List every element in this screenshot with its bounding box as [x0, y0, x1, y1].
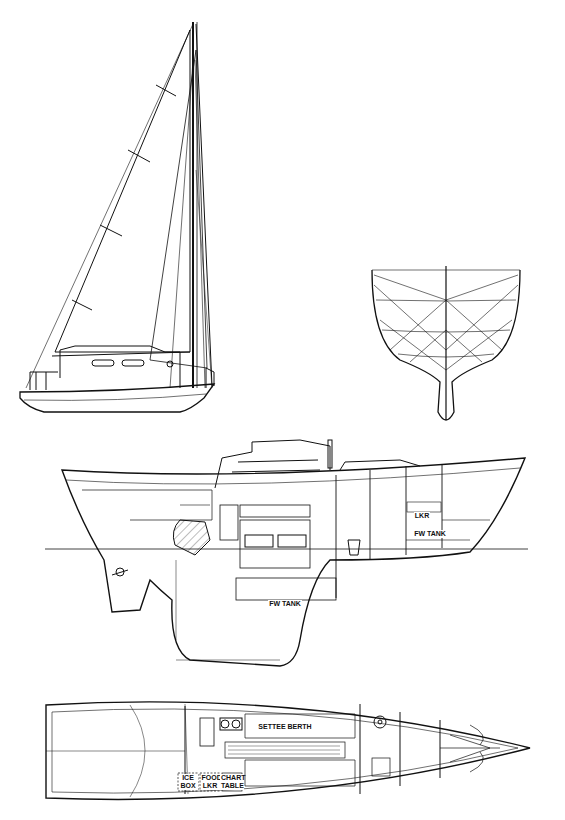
part-label: LKR: [414, 512, 430, 520]
sail-plan: [20, 22, 214, 412]
part-label: CHART TABLE: [220, 774, 244, 790]
body-section: [372, 266, 520, 420]
part-label: FOOD LKR: [201, 774, 220, 790]
part-label: FW TANK: [413, 530, 447, 538]
inboard-profile: [45, 440, 528, 666]
part-label: FW TANK: [268, 600, 302, 608]
part-label: ICE BOX: [179, 774, 198, 790]
accommodation-plan: [46, 702, 530, 800]
part-label: SETTEE BERTH: [257, 723, 312, 731]
